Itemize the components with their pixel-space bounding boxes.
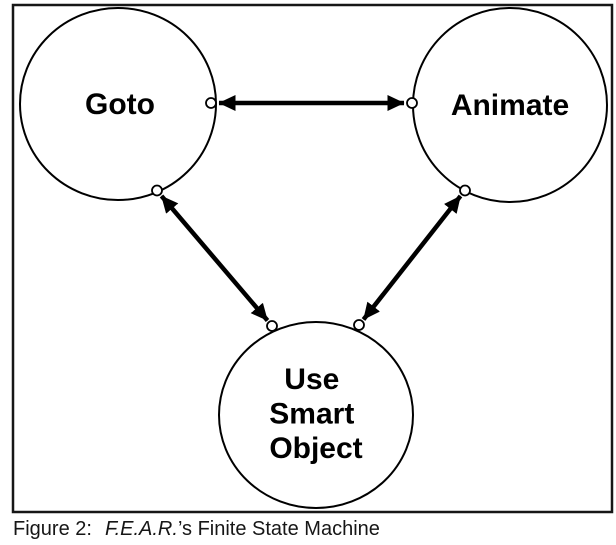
state-node-goto: Goto — [19, 7, 217, 201]
state-label: Goto — [85, 88, 155, 121]
figure-border — [11, 3, 614, 514]
state-label: Animate — [451, 89, 569, 122]
figure-caption: Figure 2: F.E.A.R.’s Finite State Machine — [13, 518, 380, 541]
connection-point-icon — [266, 320, 278, 332]
state-node-use-smart-object: Use Smart Object — [218, 321, 414, 509]
caption-game-title: F.E.A.R. — [104, 518, 178, 540]
connection-point-icon — [353, 319, 365, 331]
transition-arrow-goto-usesmartobject — [159, 194, 270, 322]
caption-text: ’s Finite State Machine — [177, 518, 380, 540]
connection-point-icon — [459, 184, 471, 197]
bidirectional-arrow — [159, 194, 270, 322]
caption-number: Figure 2: — [13, 518, 92, 540]
connection-point-icon — [205, 97, 217, 109]
transition-arrow-animate-usesmartobject — [361, 194, 463, 321]
state-circle — [218, 321, 414, 509]
connection-point-icon — [406, 97, 418, 109]
bidirectional-arrow — [361, 194, 463, 321]
state-label: Use Smart Object — [269, 363, 362, 465]
state-node-animate: Animate — [412, 7, 608, 203]
connection-point-icon — [151, 184, 163, 197]
